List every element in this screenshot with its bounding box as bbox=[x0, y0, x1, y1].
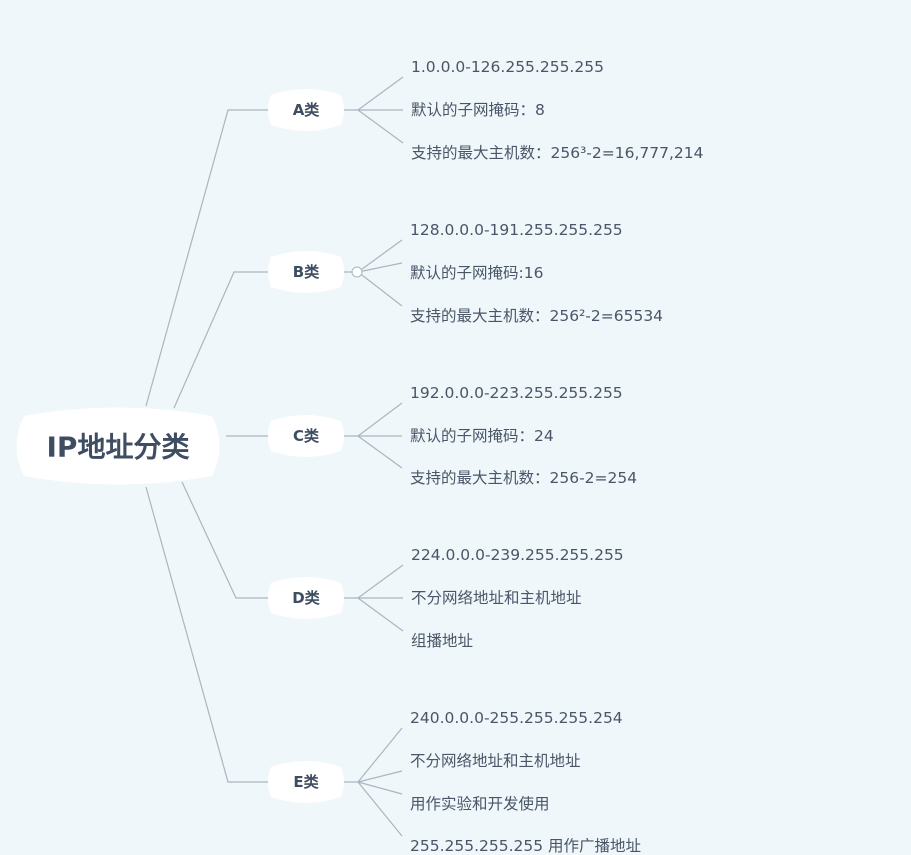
branch-node-shape bbox=[268, 761, 344, 803]
leaf-connector bbox=[357, 564, 404, 599]
leaf-connector bbox=[357, 262, 403, 273]
branch-node-shape bbox=[268, 251, 344, 293]
leaf-item[interactable]: 默认的子网掩码：24 bbox=[410, 427, 554, 445]
branch-node-1[interactable]: A类 bbox=[268, 89, 344, 131]
leaf-item[interactable]: 用作实验和开发使用 bbox=[410, 795, 550, 813]
leaf-item[interactable]: 255.255.255.255 用作广播地址 bbox=[410, 837, 641, 855]
branch-node-3[interactable]: C类 bbox=[268, 415, 344, 457]
branch-label: E类 bbox=[293, 773, 319, 791]
leaf-connector bbox=[357, 781, 403, 795]
leaf-item[interactable]: 支持的最大主机数：256³-2=16,777,214 bbox=[411, 144, 704, 162]
leaf-item[interactable]: 支持的最大主机数：256-2=254 bbox=[410, 469, 637, 487]
root-node[interactable]: IP地址分类 bbox=[16, 407, 220, 485]
leaf-item[interactable]: 组播地址 bbox=[411, 632, 473, 650]
root-connector bbox=[173, 271, 272, 409]
branch-label: B类 bbox=[293, 263, 320, 281]
branch-node-5[interactable]: E类 bbox=[268, 761, 344, 803]
root-title: IP地址分类 bbox=[47, 431, 190, 464]
leaf-item[interactable]: 192.0.0.0-223.255.255.255 bbox=[410, 384, 623, 402]
leaf-connector bbox=[357, 435, 403, 469]
leaf-item[interactable]: 1.0.0.0-126.255.255.255 bbox=[411, 58, 604, 76]
leaf-connector bbox=[357, 781, 403, 837]
leaf-item[interactable]: 224.0.0.0-239.255.255.255 bbox=[411, 546, 624, 564]
leaf-item[interactable]: 128.0.0.0-191.255.255.255 bbox=[410, 221, 623, 239]
leaf-connector bbox=[357, 239, 403, 273]
root-connector bbox=[145, 109, 272, 407]
branch-node-2[interactable]: B类 bbox=[268, 251, 344, 293]
leaf-item[interactable]: 默认的子网掩码:16 bbox=[410, 264, 543, 282]
leaf-connector bbox=[357, 770, 403, 783]
leaf-item[interactable]: 不分网络地址和主机地址 bbox=[410, 752, 581, 770]
leaf-connector bbox=[357, 76, 404, 111]
branch-node-shape bbox=[268, 577, 344, 619]
root-connector bbox=[145, 486, 272, 783]
branch-label: C类 bbox=[293, 427, 320, 445]
root-connector bbox=[181, 481, 272, 599]
leaf-item[interactable]: 默认的子网掩码：8 bbox=[411, 101, 545, 119]
branch-node-shape bbox=[268, 89, 344, 131]
branch-label: D类 bbox=[292, 589, 320, 607]
leaf-connector bbox=[357, 271, 403, 307]
leaf-item[interactable]: 240.0.0.0-255.255.255.254 bbox=[410, 709, 623, 727]
branch-node-4[interactable]: D类 bbox=[268, 577, 344, 619]
branch-nodes: A类 B类 C类 D类 E类 bbox=[268, 89, 363, 803]
leaf-connector bbox=[357, 727, 403, 783]
leaf-item[interactable]: 支持的最大主机数：256²-2=65534 bbox=[410, 307, 663, 325]
collapse-toggle-icon[interactable] bbox=[351, 266, 363, 278]
leaf-item[interactable]: 不分网络地址和主机地址 bbox=[411, 589, 582, 607]
leaf-connector bbox=[357, 597, 404, 632]
leaf-nodes: 1.0.0.0-126.255.255.255 默认的子网掩码：8 支持的最大主机数… bbox=[410, 58, 704, 855]
branch-label: A类 bbox=[293, 101, 321, 119]
leaf-connector bbox=[357, 402, 403, 437]
branch-node-shape bbox=[268, 415, 344, 457]
leaf-connector bbox=[357, 109, 404, 144]
